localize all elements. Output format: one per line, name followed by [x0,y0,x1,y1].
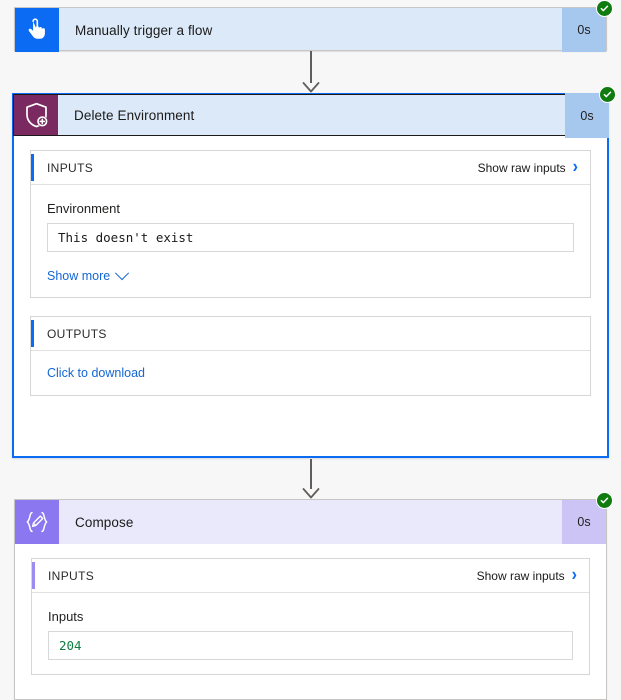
card-body: INPUTS Show raw inputs › Environment Thi… [14,136,607,396]
chevron-right-icon: › [572,157,578,177]
outputs-panel: OUTPUTS Click to download [30,316,591,396]
panel-accent-bar [31,154,34,181]
inputs-label: INPUTS [48,568,95,583]
panel-accent-bar [32,562,35,589]
inputs-field-label: Inputs [48,609,84,624]
inputs-label: INPUTS [47,160,94,175]
show-raw-inputs-button[interactable]: Show raw inputs › [477,157,578,177]
flow-card-delete-environment[interactable]: 0s Delete Environment INPUTS Show [12,86,616,458]
inputs-panel-content: Inputs 204 [32,593,589,674]
panel-accent-bar [31,320,34,347]
inputs-panel-header: INPUTS Show raw inputs › [31,151,590,185]
chevron-right-icon: › [571,565,577,585]
chevron-down-icon [115,266,130,281]
environment-field-label: Environment [47,201,120,216]
show-raw-inputs-label: Show raw inputs [476,568,565,583]
check-circle-icon [596,492,613,509]
inputs-panel: INPUTS Show raw inputs › Environment Thi… [30,150,591,298]
check-circle-icon [596,0,613,17]
inputs-panel-header: INPUTS Show raw inputs › [32,559,589,593]
check-circle-icon [599,86,616,103]
card-title: Manually trigger a flow [75,22,213,38]
click-to-download-link[interactable]: Click to download [47,366,145,380]
show-more-label: Show more [47,269,111,283]
flow-card-trigger[interactable]: Manually trigger a flow 0s [14,0,613,52]
outputs-label: OUTPUTS [47,326,107,341]
card-title: Compose [75,514,134,530]
connector-line [310,459,312,489]
outputs-panel-content: Click to download [31,351,590,395]
card-body: INPUTS Show raw inputs › Inputs 204 [15,544,606,675]
environment-field-value[interactable]: This doesn't exist [47,223,574,252]
card-header[interactable]: Manually trigger a flow 0s [15,8,606,52]
arrow-down-icon [302,488,320,499]
show-raw-inputs-button[interactable]: Show raw inputs › [476,565,577,585]
connector-trigger-to-delete [302,51,320,93]
show-more-button[interactable]: Show more [47,266,130,283]
card-title: Delete Environment [74,107,195,123]
tap-hand-icon [15,8,59,52]
card-header[interactable]: Compose 0s [15,500,606,544]
shield-environment-icon [14,95,58,135]
outputs-panel-header: OUTPUTS [31,317,590,351]
show-raw-inputs-label: Show raw inputs [477,160,566,175]
connector-delete-to-compose [302,459,320,499]
compose-braces-pencil-icon [15,500,59,544]
connector-line [310,51,312,83]
inputs-panel: INPUTS Show raw inputs › Inputs 204 [31,558,590,675]
arrow-down-icon [302,82,320,93]
inputs-panel-content: Environment This doesn't exist Show more [31,185,590,297]
card-header[interactable]: Delete Environment [13,94,608,136]
flow-card-compose[interactable]: Compose 0s INPUTS Show raw inputs › Inpu… [14,492,613,700]
inputs-field-value[interactable]: 204 [48,631,573,660]
